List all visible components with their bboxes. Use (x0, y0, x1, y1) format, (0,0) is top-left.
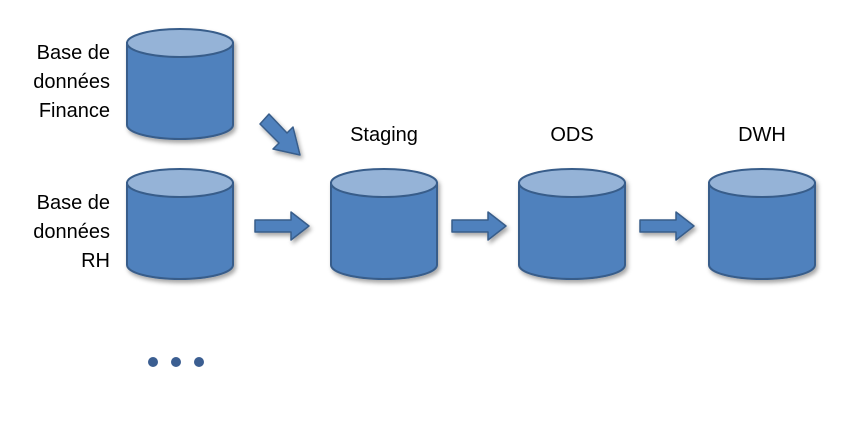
rh-label-line-3: RH (81, 250, 110, 272)
dwh-label: DWH (738, 124, 786, 146)
ods-to-dwh-arrow (639, 211, 695, 241)
rh-label-line-1: Base de (36, 192, 110, 214)
ellipsis-dots-icon (148, 357, 204, 367)
rh-to-staging-arrow (254, 211, 310, 241)
finance-source-label: Base de données Finance (33, 39, 110, 126)
rh-label-line-2: données (33, 221, 110, 243)
finance-database-cylinder (126, 28, 234, 140)
finance-label-line-3: Finance (38, 100, 110, 122)
staging-to-ods-arrow (451, 211, 507, 241)
rh-source-label: Base de données RH (33, 189, 110, 276)
ods-database-cylinder (518, 168, 626, 280)
rh-database-cylinder (126, 168, 234, 280)
finance-to-staging-arrow (259, 113, 301, 156)
staging-label: Staging (350, 124, 418, 146)
finance-label-line-2: données (33, 71, 110, 93)
ods-label: ODS (550, 124, 594, 146)
dwh-database-cylinder (708, 168, 816, 280)
finance-label-line-1: Base de (36, 42, 110, 64)
staging-database-cylinder (330, 168, 438, 280)
